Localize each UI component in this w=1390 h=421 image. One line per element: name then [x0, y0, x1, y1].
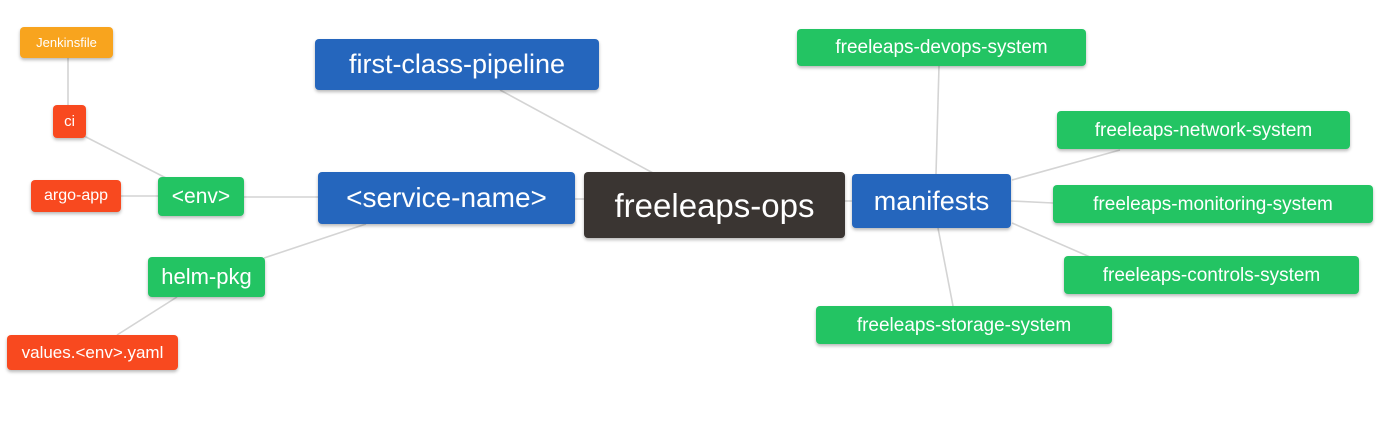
- node-freeleaps-controls-system[interactable]: freeleaps-controls-system: [1064, 256, 1359, 294]
- node-env[interactable]: <env>: [158, 177, 244, 216]
- node-freeleaps-devops-system[interactable]: freeleaps-devops-system: [797, 29, 1086, 66]
- node-freeleaps-storage-system[interactable]: freeleaps-storage-system: [816, 306, 1112, 344]
- node-freeleaps-ops-root[interactable]: freeleaps-ops: [584, 172, 845, 238]
- edge-manifests-monitoring: [1010, 200, 1054, 204]
- edge-helm-values: [116, 296, 178, 336]
- node-freeleaps-network-system[interactable]: freeleaps-network-system: [1057, 111, 1350, 149]
- edge-manifests-devops: [935, 65, 940, 175]
- node-ci[interactable]: ci: [53, 105, 86, 138]
- node-service-name[interactable]: <service-name>: [318, 172, 575, 224]
- edge-pipeline-ops: [499, 89, 654, 174]
- node-helm-pkg[interactable]: helm-pkg: [148, 257, 265, 297]
- node-first-class-pipeline[interactable]: first-class-pipeline: [315, 39, 599, 90]
- edge-service-helm: [263, 223, 367, 259]
- node-manifests[interactable]: manifests: [852, 174, 1011, 228]
- node-jenkinsfile[interactable]: Jenkinsfile: [20, 27, 113, 58]
- edge-manifests-network: [1011, 149, 1121, 181]
- edge-manifests-controls: [1011, 222, 1091, 258]
- node-values-env-yaml[interactable]: values.<env>.yaml: [7, 335, 178, 370]
- node-argo-app[interactable]: argo-app: [31, 180, 121, 212]
- edge-ci-env: [83, 135, 167, 179]
- edge-manifests-storage: [937, 227, 954, 307]
- node-freeleaps-monitoring-system[interactable]: freeleaps-monitoring-system: [1053, 185, 1373, 223]
